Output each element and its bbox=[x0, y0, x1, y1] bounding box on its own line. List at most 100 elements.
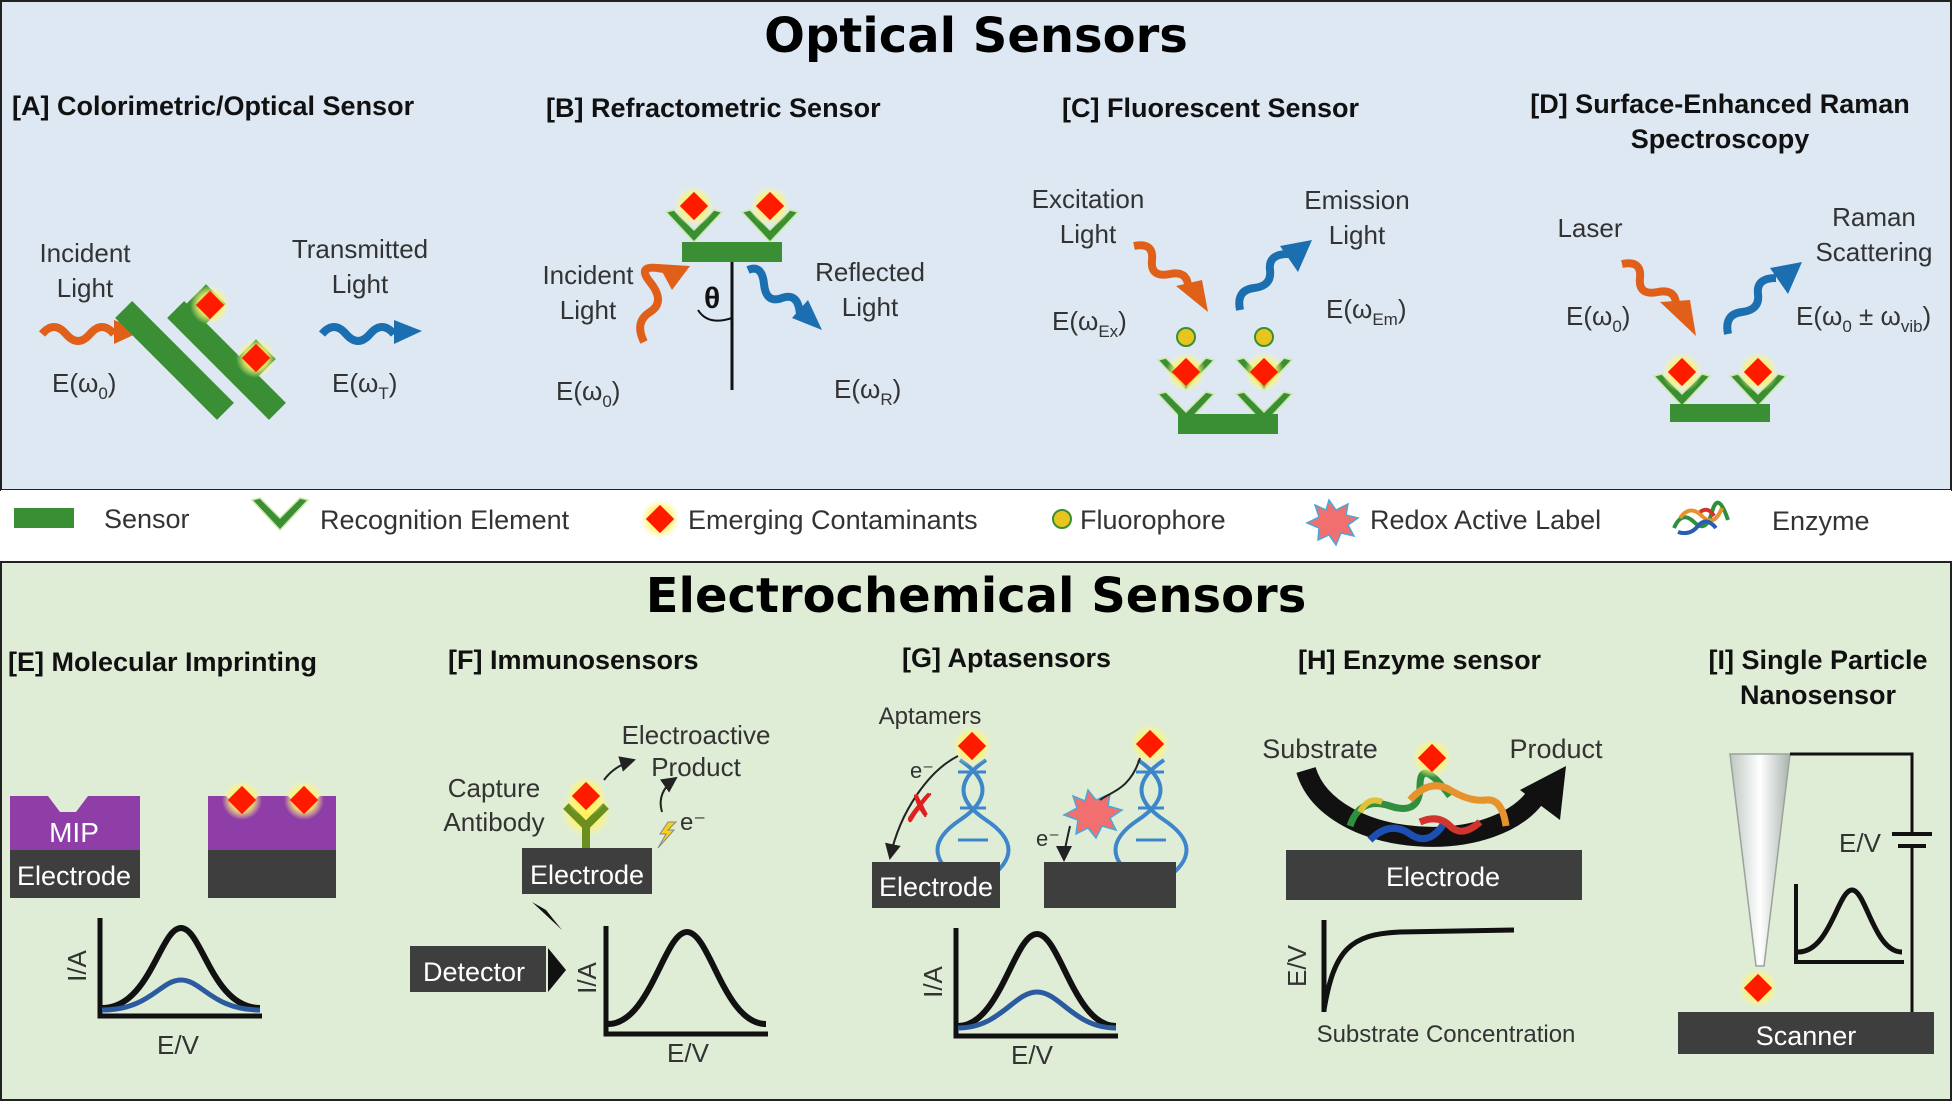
legend-redox: Redox Active Label bbox=[1370, 505, 1601, 535]
legend-enzyme: Enzyme bbox=[1772, 506, 1870, 536]
current-trace bbox=[1794, 884, 1904, 964]
laser-arrow-head bbox=[1660, 300, 1696, 336]
emission-label-2: Light bbox=[1329, 220, 1386, 250]
energy-out: E(ωEm) bbox=[1326, 294, 1406, 329]
energy-in: E(ω0) bbox=[1566, 301, 1630, 336]
redox-label-icon bbox=[1305, 498, 1360, 547]
energy-in: E(ωEx) bbox=[1052, 306, 1127, 341]
panel-e: [E] Molecular Imprinting MIP Electrode I… bbox=[8, 647, 336, 1060]
incident-label-1: Incident bbox=[542, 260, 634, 290]
emission-wave-arrow bbox=[1235, 250, 1289, 311]
emission-label-1: Emission bbox=[1304, 185, 1409, 215]
excitation-label-1: Excitation bbox=[1032, 184, 1145, 214]
electron-path-2 bbox=[1099, 757, 1141, 801]
product-label-2: Product bbox=[651, 752, 741, 782]
fluorophore-icon bbox=[1254, 327, 1274, 347]
energy-in: E(ω0) bbox=[556, 376, 620, 411]
electrode-label: Electrode bbox=[17, 861, 131, 891]
panel-f: [F] Immunosensors Electroactive Product … bbox=[410, 645, 770, 1068]
aptamers-label: Aptamers bbox=[879, 703, 982, 730]
voltammogram: I/A E/V bbox=[572, 926, 768, 1068]
panel-c: [C] Fluorescent Sensor Excitation Light … bbox=[1032, 93, 1410, 434]
panel-e-heading: [E] Molecular Imprinting bbox=[8, 647, 317, 677]
calibration-plot: E/V Substrate Concentration bbox=[1282, 920, 1575, 1048]
panel-b: [B] Refractometric Sensor θ Incident Lig… bbox=[542, 93, 924, 411]
raman-label-2: Scattering bbox=[1815, 237, 1932, 267]
mip-label: MIP bbox=[49, 817, 99, 848]
voltammogram: I/A E/V bbox=[62, 918, 262, 1060]
energy-out: E(ω0 ± ωvib) bbox=[1796, 301, 1931, 336]
raman-arrow-head bbox=[1770, 262, 1802, 294]
y-axis-label: I/A bbox=[918, 965, 948, 997]
electrochemical-title: Electrochemical Sensors bbox=[646, 568, 1307, 624]
detector-arrow-icon bbox=[548, 948, 566, 992]
scanner bbox=[1678, 1012, 1934, 1054]
refractometric-sensor bbox=[682, 242, 782, 262]
electron-curve-arrow bbox=[659, 776, 678, 813]
legend-contaminants: Emerging Contaminants bbox=[688, 505, 978, 535]
energy-in: E(ω0) bbox=[52, 368, 116, 403]
saturation-curve bbox=[1321, 927, 1515, 1011]
mip-layer-bound bbox=[208, 796, 336, 850]
x-axis-label: E/V bbox=[1011, 1040, 1054, 1070]
y-axis-label: I/A bbox=[572, 961, 602, 993]
x-axis-label: Substrate Concentration bbox=[1317, 1021, 1576, 1048]
transmitted-wave-arrow bbox=[318, 323, 398, 345]
electron-label: e⁻ bbox=[680, 809, 706, 836]
panel-c-heading: [C] Fluorescent Sensor bbox=[1062, 93, 1360, 123]
product-label-1: Electroactive bbox=[622, 720, 771, 750]
excitation-arrow-head bbox=[1176, 280, 1208, 312]
raman-wave-arrow bbox=[1723, 274, 1777, 335]
voltammogram: I/A E/V bbox=[918, 928, 1118, 1070]
pointer-icon bbox=[532, 902, 562, 930]
panel-h-heading: [H] Enzyme sensor bbox=[1298, 645, 1542, 675]
reflected-label-2: Light bbox=[842, 292, 899, 322]
transmitted-arrow-head bbox=[394, 320, 422, 344]
energy-out: E(ωT) bbox=[332, 368, 397, 403]
product-label: Product bbox=[1509, 734, 1603, 764]
electron-bolt-icon bbox=[657, 821, 678, 849]
fluorophore-legend-icon bbox=[1052, 509, 1072, 529]
ev-label: E/V bbox=[1839, 828, 1882, 858]
peak-signal bbox=[607, 928, 767, 1027]
capture-label-1: Capture bbox=[448, 773, 541, 803]
incident-wave-arrow bbox=[636, 263, 669, 344]
sers-sensor bbox=[1670, 404, 1770, 422]
detector bbox=[410, 946, 546, 992]
excitation-label-2: Light bbox=[1060, 219, 1117, 249]
panel-f-heading: [F] Immunosensors bbox=[448, 645, 699, 675]
enzyme-legend-icon bbox=[1672, 500, 1730, 536]
blocked-x-icon: ✗ bbox=[903, 786, 937, 832]
reflected-label-1: Reflected bbox=[815, 257, 925, 287]
panel-i: [I] Single Particle Nanosensor E/V Scann… bbox=[1678, 645, 1934, 1054]
electrode bbox=[522, 848, 652, 894]
substrate-label: Substrate bbox=[1262, 734, 1378, 764]
panel-g-heading: [G] Aptasensors bbox=[902, 643, 1111, 673]
sensor-legend-icon bbox=[14, 508, 74, 528]
electron-label: e⁻ bbox=[910, 758, 934, 783]
product-curve-arrow bbox=[603, 756, 636, 781]
reflected-wave-arrow bbox=[746, 264, 804, 315]
circuit-wire bbox=[1790, 752, 1914, 1012]
peak-signal bbox=[101, 924, 261, 1011]
mip-layer bbox=[10, 796, 140, 850]
transmitted-label-1: Transmitted bbox=[292, 234, 428, 264]
electron-down-arrow bbox=[1056, 825, 1073, 862]
panel-i-heading-1: [I] Single Particle bbox=[1708, 645, 1927, 675]
panel-h: [H] Enzyme sensor Substrate Product Elec… bbox=[1262, 645, 1603, 1048]
energy-out: E(ωR) bbox=[834, 374, 901, 409]
electron-label-2: e⁻ bbox=[1036, 826, 1060, 851]
panel-d-heading-2: Spectroscopy bbox=[1631, 124, 1810, 154]
panel-g: [G] Aptasensors Aptamers e⁻ ✗ Electrode … bbox=[872, 643, 1189, 1070]
legend-band bbox=[1, 490, 1951, 562]
electrode-bound bbox=[208, 850, 336, 898]
x-axis-label: E/V bbox=[667, 1038, 710, 1068]
incident-label-2: Light bbox=[57, 273, 114, 303]
electrode bbox=[1286, 850, 1582, 900]
panel-b-heading: [B] Refractometric Sensor bbox=[546, 93, 881, 123]
electrode bbox=[10, 850, 140, 898]
legend-recognition: Recognition Element bbox=[320, 505, 570, 535]
incident-wave-arrow bbox=[38, 323, 118, 345]
peak-signal bbox=[957, 930, 1117, 1029]
